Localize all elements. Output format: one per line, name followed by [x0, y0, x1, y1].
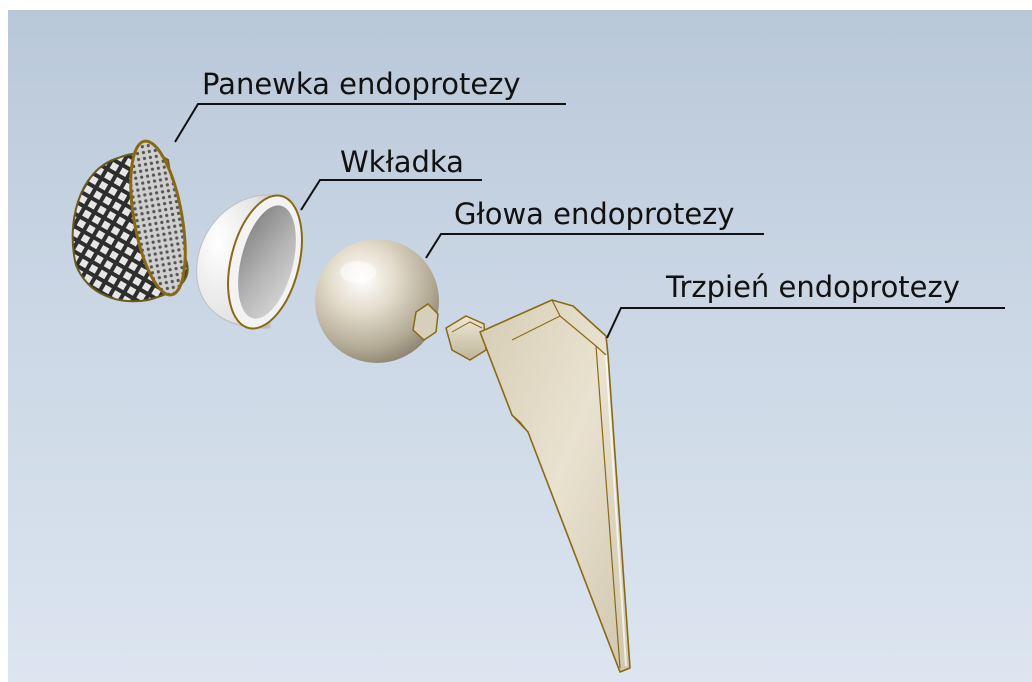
femoral-head [315, 239, 439, 363]
exploded-view [8, 10, 1032, 682]
label-stem: Trzpień endoprotezy [666, 273, 960, 302]
leader-line-stem [607, 308, 1005, 338]
leader-line-acetabular-cup [175, 104, 566, 142]
label-femoral-head: Głowa endoprotezy [454, 200, 735, 229]
liner [197, 188, 315, 336]
femoral-stem [446, 300, 630, 672]
leader-line-femoral-head [426, 234, 764, 258]
diagram-canvas: Panewka endoprotezy Wkładka Głowa endopr… [8, 10, 1032, 682]
label-liner: Wkładka [340, 148, 464, 177]
label-acetabular-cup: Panewka endoprotezy [202, 70, 521, 99]
acetabular-cup [73, 137, 196, 301]
